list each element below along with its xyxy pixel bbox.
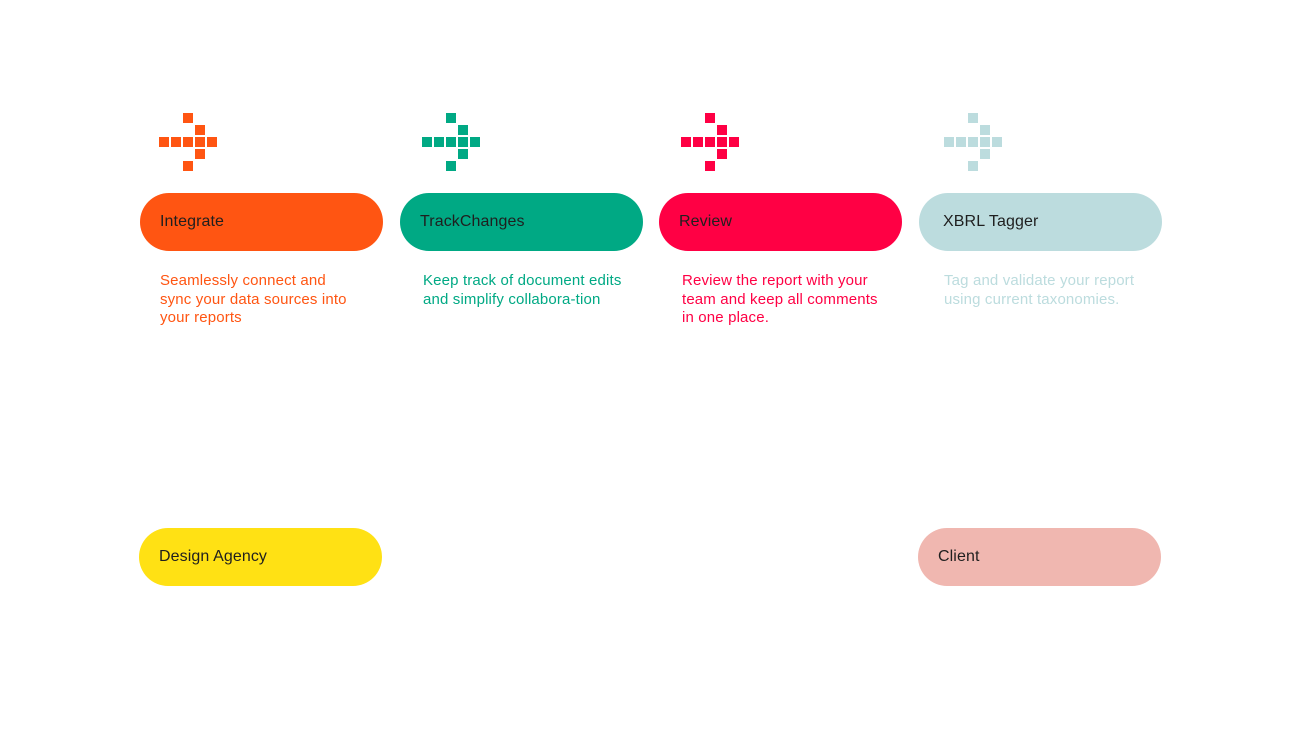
arrow-pixel — [195, 149, 205, 159]
arrow-pixel — [717, 125, 727, 135]
review-arrow-icon — [681, 113, 741, 173]
arrow-pixel — [195, 125, 205, 135]
arrow-pixel — [968, 113, 978, 123]
xbrl-tagger-arrow-icon — [944, 113, 1004, 173]
arrow-pixel — [183, 161, 193, 171]
arrow-pixel — [446, 137, 456, 147]
arrow-pixel — [956, 137, 966, 147]
arrow-pixel — [980, 137, 990, 147]
client-pill: Client — [918, 528, 1161, 586]
arrow-pixel — [446, 113, 456, 123]
arrow-pixel — [183, 113, 193, 123]
arrow-pixel — [446, 161, 456, 171]
arrow-pixel — [705, 161, 715, 171]
arrow-pixel — [434, 137, 444, 147]
arrow-pixel — [944, 137, 954, 147]
trackchanges-label: TrackChanges — [420, 213, 525, 230]
arrow-pixel — [183, 137, 193, 147]
integrate-label: Integrate — [160, 213, 225, 230]
arrow-pixel — [693, 137, 703, 147]
trackchanges-description: Keep track of document edits and simplif… — [423, 272, 622, 308]
design-agency-label: Design Agency — [159, 548, 268, 565]
arrow-pixel — [729, 137, 739, 147]
xbrl-tagger-description: Tag and validate your report using curre… — [944, 272, 1135, 308]
arrow-pixel — [968, 161, 978, 171]
arrow-pixel — [717, 149, 727, 159]
integrate-description: Seamlessly connect and sync your data so… — [160, 272, 347, 326]
client-label: Client — [938, 548, 980, 565]
arrow-pixel — [705, 137, 715, 147]
arrow-pixel — [681, 137, 691, 147]
review-pill: Review — [659, 193, 902, 251]
arrow-pixel — [980, 125, 990, 135]
trackchanges-arrow-icon — [422, 113, 482, 173]
arrow-pixel — [159, 137, 169, 147]
arrow-pixel — [992, 137, 1002, 147]
arrow-pixel — [968, 137, 978, 147]
review-description: Review the report with your team and kee… — [682, 272, 878, 326]
arrow-pixel — [171, 137, 181, 147]
arrow-pixel — [717, 137, 727, 147]
arrow-pixel — [458, 125, 468, 135]
arrow-pixel — [422, 137, 432, 147]
arrow-pixel — [207, 137, 217, 147]
arrow-pixel — [980, 149, 990, 159]
integrate-arrow-icon — [159, 113, 219, 173]
design-agency-pill: Design Agency — [139, 528, 382, 586]
arrow-pixel — [470, 137, 480, 147]
arrow-pixel — [458, 149, 468, 159]
arrow-pixel — [705, 113, 715, 123]
xbrl-tagger-label: XBRL Tagger — [943, 213, 1039, 230]
xbrl-tagger-pill: XBRL Tagger — [919, 193, 1162, 251]
arrow-pixel — [195, 137, 205, 147]
trackchanges-pill: TrackChanges — [400, 193, 643, 251]
arrow-pixel — [458, 137, 468, 147]
integrate-pill: Integrate — [140, 193, 383, 251]
review-label: Review — [679, 213, 733, 230]
